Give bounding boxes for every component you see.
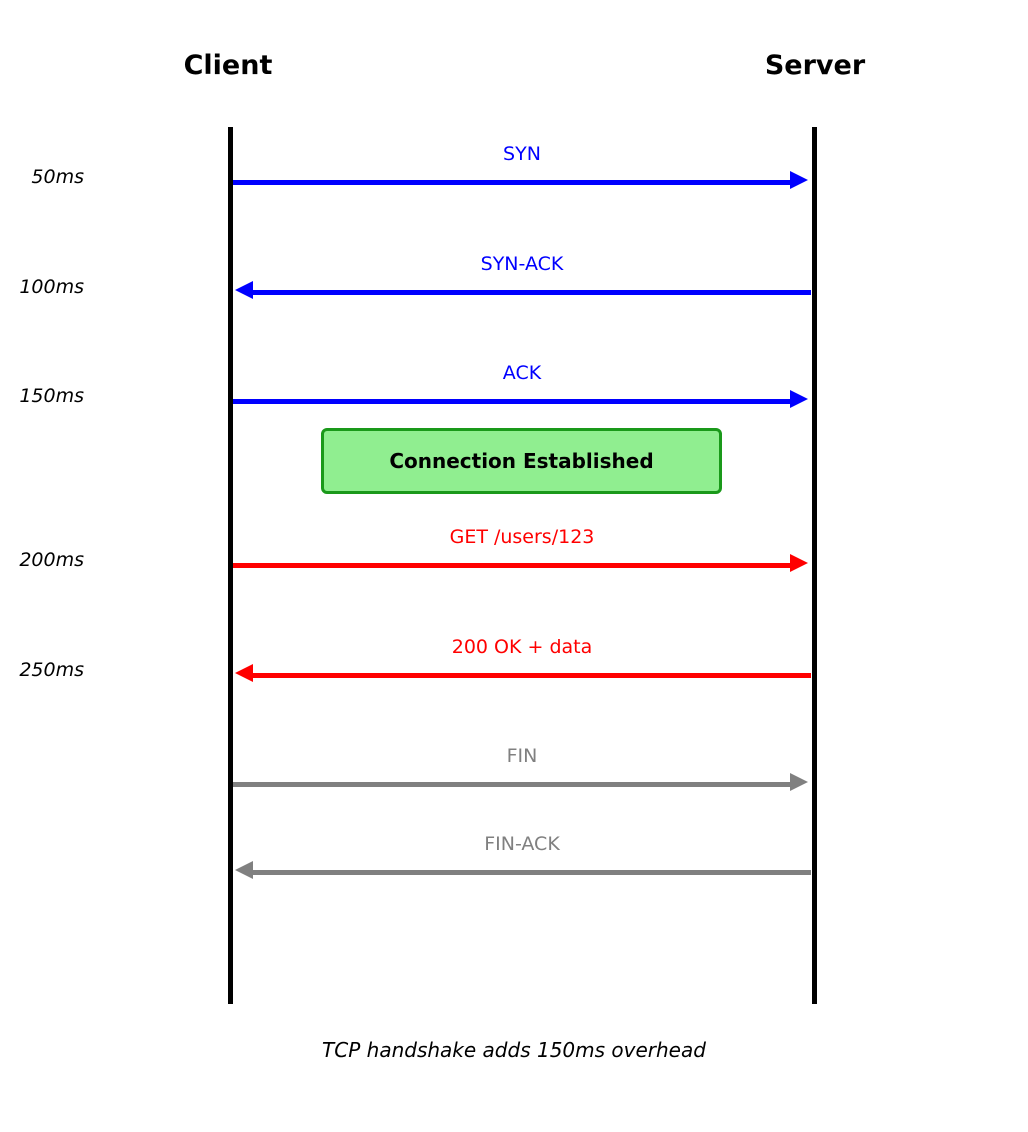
- timestamp-label: 150ms: [19, 385, 84, 407]
- arrow-left-icon: [235, 861, 253, 879]
- message-label: ACK: [502, 362, 542, 384]
- arrow-left-icon: [235, 664, 253, 682]
- message-label: FIN-ACK: [484, 833, 560, 855]
- message-label: FIN: [506, 745, 538, 767]
- server-lifeline: [812, 127, 817, 1004]
- arrow-line: [233, 399, 793, 404]
- arrow-line: [251, 870, 811, 875]
- message-label: 200 OK + data: [451, 636, 593, 658]
- arrow-right-icon: [790, 390, 808, 408]
- timestamp-label: 250ms: [19, 659, 84, 681]
- timestamp-label: [0, 765, 84, 793]
- arrow-line: [233, 782, 793, 787]
- timestamp-label: 50ms: [31, 166, 84, 188]
- arrow-line: [233, 180, 793, 185]
- arrow-line: [251, 673, 811, 678]
- arrow-right-icon: [790, 171, 808, 189]
- actor-server-label: Server: [764, 50, 866, 81]
- arrow-left-icon: [235, 281, 253, 299]
- arrow-right-icon: [790, 773, 808, 791]
- message-label: GET /users/123: [449, 526, 595, 548]
- arrow-right-icon: [790, 554, 808, 572]
- timestamp-label: 100ms: [19, 276, 84, 298]
- actor-client-label: Client: [183, 50, 273, 81]
- timestamp-label: [0, 853, 84, 881]
- connection-established-box: Connection Established: [321, 428, 722, 494]
- client-lifeline: [228, 127, 233, 1004]
- arrow-line: [233, 563, 793, 568]
- message-label: SYN-ACK: [480, 253, 564, 275]
- message-label: SYN: [503, 143, 541, 165]
- timestamp-label: 200ms: [19, 549, 84, 571]
- connection-established-label: Connection Established: [389, 449, 654, 473]
- arrow-line: [251, 290, 811, 295]
- caption: TCP handshake adds 150ms overhead: [322, 1038, 706, 1062]
